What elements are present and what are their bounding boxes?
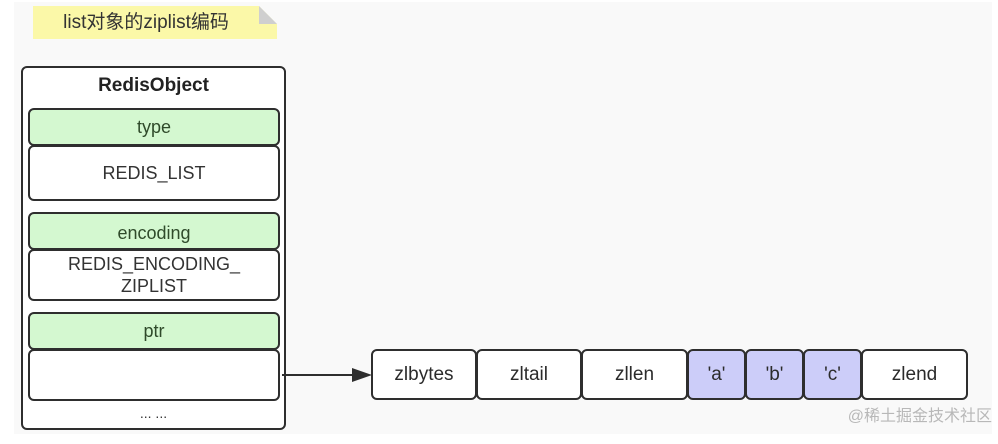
- ziplist-cell-zltail: zltail: [476, 349, 582, 400]
- ziplist-cell-zllen: zllen: [581, 349, 688, 400]
- field-encoding-value: REDIS_ENCODING_ ZIPLIST: [28, 249, 280, 301]
- arrow-head-icon: [352, 368, 372, 382]
- field-type-label: type: [28, 108, 280, 146]
- ziplist-entry-a: 'a': [687, 349, 746, 400]
- encoding-value-line1: REDIS_ENCODING_: [67, 254, 241, 274]
- title-note-text: list对象的ziplist编码: [63, 12, 229, 33]
- redis-object-box: RedisObject type REDIS_LIST encoding RED…: [21, 66, 286, 430]
- ziplist-entry-c: 'c': [803, 349, 862, 400]
- ptr-arrow: [282, 368, 372, 382]
- field-type-value: REDIS_LIST: [28, 145, 280, 201]
- watermark: @稀土掘金技术社区: [847, 408, 992, 425]
- ziplist-cell-zlend: zlend: [861, 349, 968, 400]
- more-fields-ellipsis: ... ...: [139, 405, 168, 421]
- field-ptr-label: ptr: [28, 312, 280, 350]
- title-note: [33, 6, 277, 39]
- ziplist-entry-b: 'b': [745, 349, 804, 400]
- redis-object-title: RedisObject: [98, 75, 209, 96]
- encoding-value-line2: ZIPLIST: [120, 276, 187, 296]
- ziplist-cell-zlbytes: zlbytes: [371, 349, 477, 400]
- field-encoding-label: encoding: [28, 212, 280, 250]
- field-ptr-value: [28, 349, 280, 401]
